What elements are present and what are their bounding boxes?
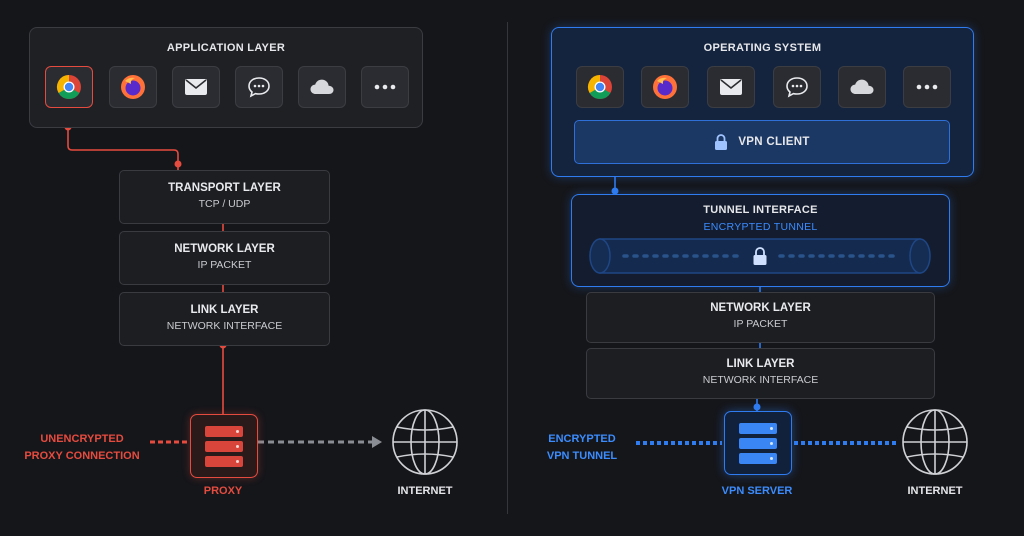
more-app-tile[interactable] bbox=[361, 66, 409, 108]
panel-divider bbox=[507, 22, 508, 514]
chat-icon bbox=[786, 77, 808, 98]
vpn-client-label: VPN CLIENT bbox=[738, 136, 810, 148]
link-layer-subtitle: NETWORK INTERFACE bbox=[166, 320, 283, 332]
link-layer-box: LINK LAYER NETWORK INTERFACE bbox=[119, 292, 330, 346]
vpn-rack-icon bbox=[739, 422, 777, 434]
vpn-rack-icon bbox=[739, 452, 777, 464]
link-layer-subtitle-right: NETWORK INTERFACE bbox=[702, 374, 819, 386]
mail-icon bbox=[185, 79, 207, 95]
cloud-app-tile[interactable] bbox=[298, 66, 346, 108]
network-layer-box: NETWORK LAYER IP PACKET bbox=[119, 231, 330, 285]
transport-layer-title: TRANSPORT LAYER bbox=[168, 182, 281, 194]
proxy-rack-icon bbox=[205, 440, 243, 452]
link-layer-box-right: LINK LAYER NETWORK INTERFACE bbox=[586, 348, 935, 399]
mail-icon bbox=[720, 79, 742, 95]
link-connector-dot-right bbox=[753, 403, 761, 411]
application-layer-panel: APPLICATION LAYER bbox=[29, 27, 423, 128]
os-connector-dot bbox=[611, 187, 619, 195]
vpn-rack-icon bbox=[739, 437, 777, 449]
internet-label-right: INTERNET bbox=[907, 485, 963, 497]
tunnel-interface-title: TUNNEL INTERFACE bbox=[703, 204, 818, 216]
firefox-app-tile-right[interactable] bbox=[641, 66, 689, 108]
chrome-to-transport-line bbox=[67, 127, 179, 170]
encrypted-label-line1: ENCRYPTED bbox=[548, 433, 616, 445]
unencrypted-label-line1: UNENCRYPTED bbox=[40, 433, 124, 445]
cloud-app-tile-right[interactable] bbox=[838, 66, 886, 108]
tunnel-interface-panel: TUNNEL INTERFACE ENCRYPTED TUNNEL bbox=[571, 194, 950, 287]
network-layer-title-right: NETWORK LAYER bbox=[710, 302, 811, 314]
encrypted-tunnel-label: ENCRYPTED VPN TUNNEL bbox=[534, 431, 630, 465]
proxy-internet-arrow bbox=[372, 436, 382, 448]
proxy-server[interactable] bbox=[190, 414, 258, 478]
more-icon bbox=[916, 84, 938, 90]
more-icon bbox=[374, 84, 396, 90]
operating-system-title: OPERATING SYSTEM bbox=[703, 42, 822, 54]
transport-layer-box: TRANSPORT LAYER TCP / UDP bbox=[119, 170, 330, 224]
more-app-tile-right[interactable] bbox=[903, 66, 951, 108]
transport-layer-subtitle: TCP / UDP bbox=[198, 198, 251, 210]
link-layer-title: LINK LAYER bbox=[190, 304, 259, 316]
chrome-app-tile[interactable] bbox=[45, 66, 93, 108]
cloud-icon bbox=[310, 79, 334, 94]
chrome-icon bbox=[587, 75, 612, 100]
application-layer-title: APPLICATION LAYER bbox=[166, 42, 286, 54]
vpn-client-bar[interactable]: VPN CLIENT bbox=[574, 120, 950, 164]
firefox-icon bbox=[653, 75, 677, 99]
tunnel-interface-subtitle: ENCRYPTED TUNNEL bbox=[703, 221, 818, 233]
firefox-app-tile[interactable] bbox=[109, 66, 157, 108]
chat-app-tile[interactable] bbox=[235, 66, 283, 108]
tunnel-lock-icon bbox=[753, 247, 767, 265]
internet-label: INTERNET bbox=[397, 485, 453, 497]
unencrypted-label-line2: PROXY CONNECTION bbox=[24, 450, 140, 462]
internet-globe-icon bbox=[392, 409, 458, 475]
proxy-rack-icon bbox=[205, 455, 243, 467]
transport-connector-dot bbox=[174, 160, 182, 168]
chat-app-tile-right[interactable] bbox=[773, 66, 821, 108]
chrome-icon bbox=[56, 75, 81, 100]
proxy-label: PROXY bbox=[203, 485, 243, 497]
unencrypted-connection-label: UNENCRYPTED PROXY CONNECTION bbox=[10, 431, 154, 465]
chrome-app-tile-right[interactable] bbox=[576, 66, 624, 108]
internet-globe-icon-right bbox=[902, 409, 968, 475]
lock-icon bbox=[715, 134, 728, 150]
network-layer-title: NETWORK LAYER bbox=[174, 243, 275, 255]
network-layer-box-right: NETWORK LAYER IP PACKET bbox=[586, 292, 935, 343]
mail-app-tile-right[interactable] bbox=[707, 66, 755, 108]
encrypted-label-line2: VPN TUNNEL bbox=[546, 450, 618, 462]
network-layer-subtitle-right: IP PACKET bbox=[733, 318, 788, 330]
firefox-icon bbox=[121, 75, 145, 99]
cloud-icon bbox=[850, 79, 874, 94]
network-layer-subtitle: IP PACKET bbox=[197, 259, 252, 271]
proxy-rack-icon bbox=[205, 425, 243, 437]
link-layer-title-right: LINK LAYER bbox=[726, 358, 795, 370]
mail-app-tile[interactable] bbox=[172, 66, 220, 108]
vpn-server-label: VPN SERVER bbox=[721, 485, 793, 497]
vpn-server[interactable] bbox=[724, 411, 792, 475]
chat-icon bbox=[248, 77, 270, 98]
